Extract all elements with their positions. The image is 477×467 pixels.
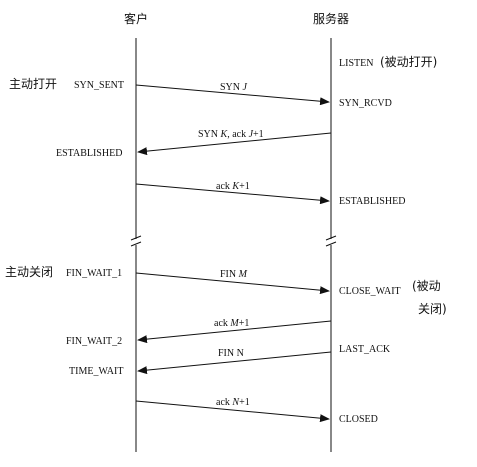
msg-label-fin-n: FIN N <box>218 348 244 359</box>
client-state-fin-wait-2: FIN_WAIT_2 <box>66 336 122 347</box>
server-state-closed: CLOSED <box>339 414 378 425</box>
passive-open-label: (被动打开) <box>380 55 437 69</box>
server-header: 服务器 <box>313 11 349 26</box>
client-state-fin-wait-1: FIN_WAIT_1 <box>66 268 122 279</box>
client-state-established: ESTABLISHED <box>56 148 122 159</box>
msg-arrow-ack-k <box>135 183 330 205</box>
client-state-syn-sent: SYN_SENT <box>74 80 124 91</box>
msg-arrow-syn-j <box>135 84 330 106</box>
server-timeline-break <box>325 235 337 247</box>
msg-arrow-ack-m <box>137 320 332 344</box>
client-timeline-break <box>130 235 142 247</box>
server-state-close-wait: CLOSE_WAIT <box>339 286 401 297</box>
msg-arrow-fin-n <box>137 351 332 375</box>
msg-label-fin-m: FIN M <box>220 269 248 280</box>
server-state-listen: LISTEN <box>339 58 373 69</box>
client-state-time-wait: TIME_WAIT <box>69 366 123 377</box>
passive-close-label-line1: (被动 <box>412 279 441 293</box>
server-state-established: ESTABLISHED <box>339 196 405 207</box>
server-state-last-ack: LAST_ACK <box>339 344 391 355</box>
msg-label-ack-k: ack K+1 <box>216 181 250 192</box>
server-state-syn-rcvd: SYN_RCVD <box>339 98 392 109</box>
active-open-label: 主动打开 <box>9 77 57 91</box>
active-close-label: 主动关闭 <box>5 265 53 279</box>
msg-label-syn-k-ack: SYN K, ack J+1 <box>198 129 264 140</box>
msg-arrow-syn-k-ack <box>137 132 332 156</box>
msg-label-ack-n: ack N+1 <box>216 397 250 408</box>
msg-arrow-fin-m <box>135 272 330 295</box>
msg-label-syn-j: SYN J <box>220 82 248 93</box>
msg-label-ack-m: ack M+1 <box>214 318 249 329</box>
passive-close-label-line2: 关闭) <box>418 302 447 316</box>
msg-arrow-ack-n <box>135 400 330 423</box>
client-header: 客户 <box>124 11 148 26</box>
